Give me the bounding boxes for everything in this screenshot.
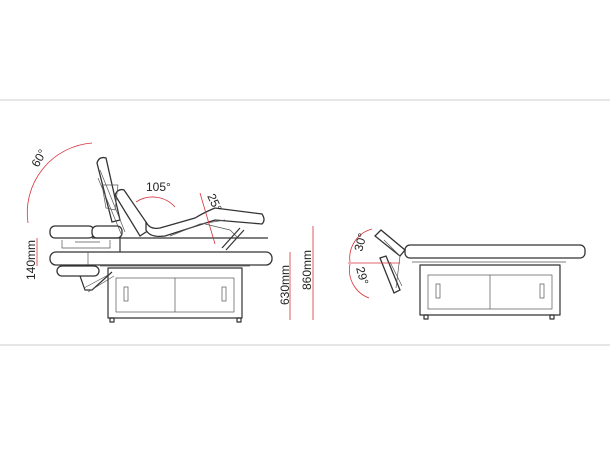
end-view-dimensions: 30° 29° xyxy=(348,228,400,299)
height-860-label: 860mm xyxy=(300,250,314,290)
angle-29-label: 29° xyxy=(353,265,371,286)
end-table-top xyxy=(404,244,586,259)
arc-25 xyxy=(199,192,216,245)
lower-table-top xyxy=(49,251,273,266)
end-headrest-up xyxy=(374,229,406,257)
arc-105 xyxy=(135,196,176,208)
angle-60-label: 60° xyxy=(28,147,49,170)
end-headrest-down xyxy=(379,255,401,294)
side-view-table xyxy=(49,156,273,323)
end-cabinet xyxy=(419,264,561,316)
angle-30-label: 30° xyxy=(351,231,369,252)
lower-headrest xyxy=(56,265,100,277)
end-view-table xyxy=(374,229,586,320)
height-630-label: 630mm xyxy=(278,265,292,305)
arc-60 xyxy=(26,142,93,224)
raised-headrest xyxy=(96,156,121,223)
angle-105-label: 105° xyxy=(146,180,171,194)
height-140-label: 140mm xyxy=(24,240,38,280)
upper-headrest xyxy=(49,225,95,239)
seat-section xyxy=(145,207,265,238)
cabinet xyxy=(107,267,243,319)
